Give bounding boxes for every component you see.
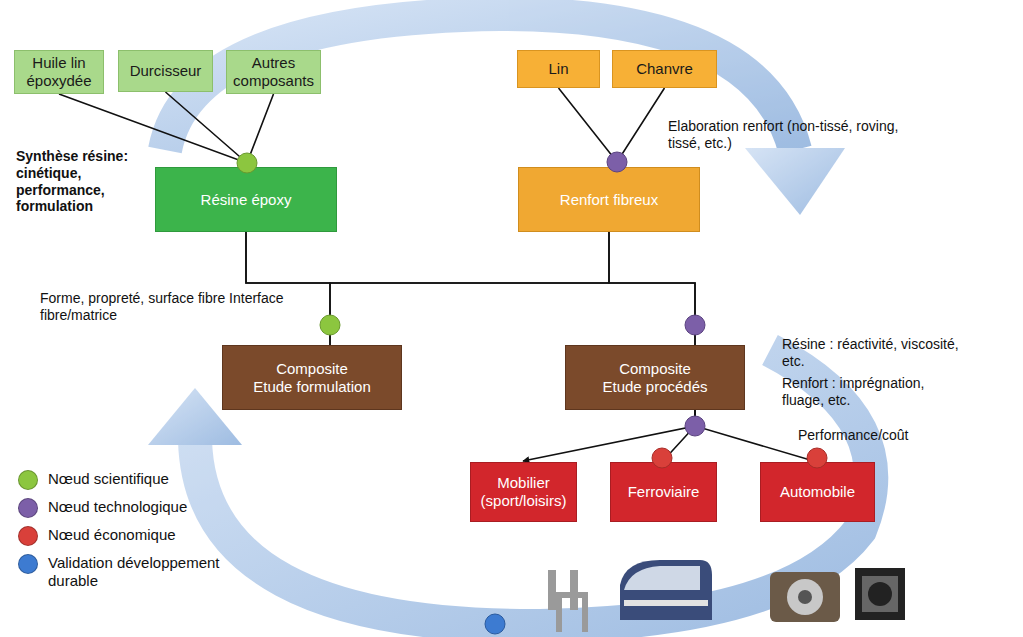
technology-note: Elaboration renfort (non-tissé, roving, …	[668, 118, 918, 152]
box-text: Etude formulation	[253, 378, 371, 396]
box-text: Chanvre	[636, 60, 693, 78]
legend-swatch	[18, 526, 38, 546]
sustainability-dot	[485, 614, 505, 634]
box-text: Etude procédés	[602, 378, 707, 396]
market-box: Automobile	[760, 462, 875, 522]
composite-box: CompositeEtude procédés	[565, 345, 745, 410]
cycle-band	[148, 14, 871, 626]
resin-component-box: Durcisseur	[118, 50, 213, 92]
process-note: Résine : réactivité, viscosité, etc.	[782, 336, 967, 370]
box-text: Automobile	[780, 483, 855, 501]
legend-swatch	[18, 554, 38, 574]
legend-text: Validation développement durable	[48, 554, 258, 590]
resin-component-box: Huile lin époxydée	[14, 50, 104, 94]
composite-box: CompositeEtude formulation	[222, 345, 402, 410]
technological-dot	[685, 416, 705, 436]
market-box: Ferroviaire	[610, 462, 717, 522]
connector-line	[166, 92, 248, 167]
scientific-dot	[320, 315, 340, 335]
connector-line	[617, 88, 665, 167]
fiber-box: Lin	[517, 50, 600, 88]
legend-text: Nœud scientifique	[48, 470, 169, 488]
box-text: Résine époxy	[201, 191, 292, 209]
chair-icon	[548, 570, 588, 632]
legend-text: Nœud technologique	[48, 498, 187, 516]
legend-row: Nœud économique	[18, 526, 258, 546]
reinforcement-box: Renfort fibreux	[518, 167, 700, 232]
connector-line	[609, 232, 695, 345]
legend-row: Validation développement durable	[18, 554, 258, 590]
legend-text: Nœud économique	[48, 526, 176, 544]
box-text: Ferroviaire	[628, 483, 700, 501]
economic-note: Performance/coût	[798, 427, 958, 444]
legend: Nœud scientifiqueNœud technologiqueNœud …	[18, 470, 258, 598]
box-text: Durcisseur	[130, 62, 202, 80]
box-text: Composite	[619, 360, 691, 378]
science-note: Synthèse résine: cinétique, performance,…	[16, 148, 152, 215]
car-parts-icon	[770, 568, 905, 622]
legend-row: Nœud scientifique	[18, 470, 258, 490]
resin-component-box: Autres composants	[226, 50, 321, 94]
connector-line	[246, 232, 330, 345]
interface-note: Forme, propreté, surface fibre Interface…	[40, 290, 302, 324]
legend-swatch	[18, 470, 38, 490]
process-note: Renfort : imprégnation, fluage, etc.	[782, 375, 967, 409]
box-text: Mobilier (sport/loisirs)	[477, 474, 570, 510]
connector-line	[559, 88, 618, 167]
connector-line	[246, 232, 695, 345]
resin-box: Résine époxy	[155, 167, 337, 232]
legend-row: Nœud technologique	[18, 498, 258, 518]
connector-line	[247, 94, 274, 167]
box-text: Lin	[548, 60, 568, 78]
train-icon	[620, 560, 712, 620]
fiber-box: Chanvre	[612, 50, 717, 88]
box-text: Renfort fibreux	[560, 191, 658, 209]
box-text: Composite	[276, 360, 348, 378]
technological-dot	[685, 315, 705, 335]
market-box: Mobilier (sport/loisirs)	[470, 462, 577, 522]
legend-swatch	[18, 498, 38, 518]
connector-line	[330, 232, 609, 345]
box-text: Huile lin époxydée	[21, 54, 97, 90]
connector-line	[662, 410, 695, 462]
connector-line	[523, 410, 695, 461]
box-text: Autres composants	[233, 54, 314, 90]
